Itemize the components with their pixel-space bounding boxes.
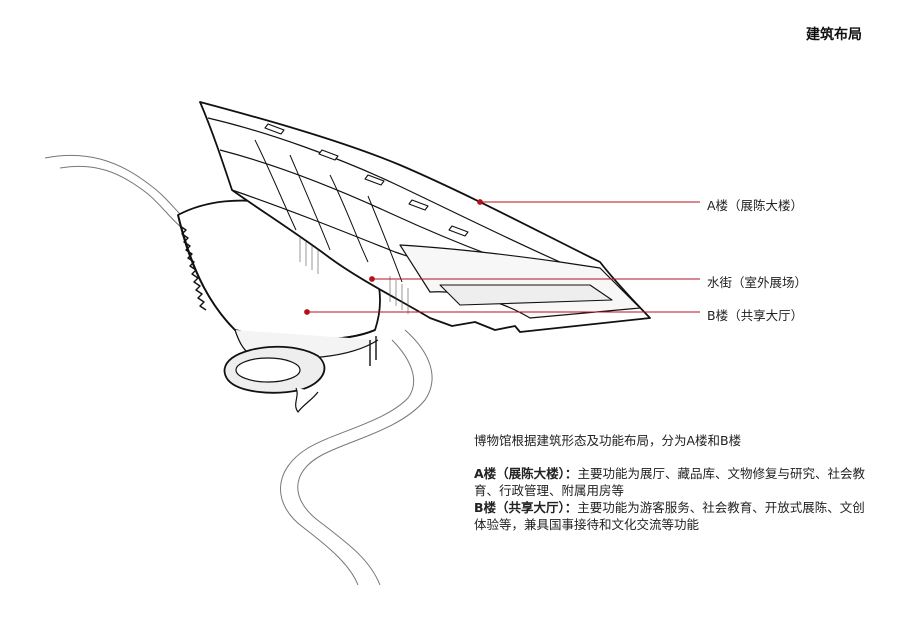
site-paths (44, 154, 433, 586)
item-a-label: A楼（展陈大楼）： (474, 466, 578, 481)
item-b-text: 主要功能为游客服务、社会教育、开放式展陈、文创体验等，兼具国事接待和文化交流等功… (474, 500, 865, 532)
page-title: 建筑布局 (806, 27, 862, 43)
callout-leaders (304, 199, 700, 315)
description-item-b: B楼（共享大厅）：主要功能为游客服务、社会教育、开放式展陈、文创体验等，兼具国事… (474, 499, 874, 533)
item-a-text: 主要功能为展厅、藏品库、文物修复与研究、社会教育、行政管理、附属用房等 (474, 466, 865, 498)
callout-a-building: A楼（展陈大楼） (707, 198, 804, 213)
layout-description: 博物馆根据建筑形态及功能布局，分为A楼和B楼 A楼（展陈大楼）：主要功能为展厅、… (474, 432, 874, 533)
description-item-a: A楼（展陈大楼）：主要功能为展厅、藏品库、文物修复与研究、社会教育、行政管理、附… (474, 465, 874, 499)
description-headline: 博物馆根据建筑形态及功能布局，分为A楼和B楼 (474, 433, 742, 448)
callout-b-building: B楼（共享大厅） (707, 308, 804, 323)
building-a (199, 101, 651, 333)
callout-water-street: 水街（室外展场） (707, 275, 808, 290)
item-b-label: B楼（共享大厅）： (474, 500, 578, 515)
